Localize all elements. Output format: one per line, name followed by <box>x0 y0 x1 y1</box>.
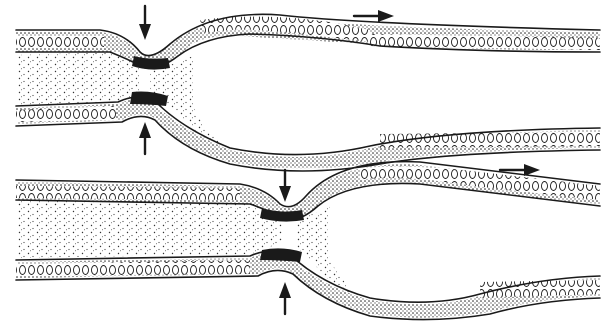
upper-top-cell-row-left <box>16 36 104 48</box>
lower-top-cell-row-left <box>16 186 240 200</box>
lower-down-arrow <box>279 170 291 202</box>
upper-panel <box>16 6 600 171</box>
upper-right-arrow <box>354 10 394 22</box>
upper-up-arrow <box>139 122 151 154</box>
upper-bottom-cell-row-right <box>380 132 600 148</box>
lower-contents <box>16 198 282 258</box>
lower-constriction-bottom <box>260 248 302 262</box>
upper-down-arrow <box>139 6 151 40</box>
upper-contents <box>16 52 140 105</box>
lower-up-arrow <box>279 282 291 314</box>
lower-panel <box>16 162 600 320</box>
